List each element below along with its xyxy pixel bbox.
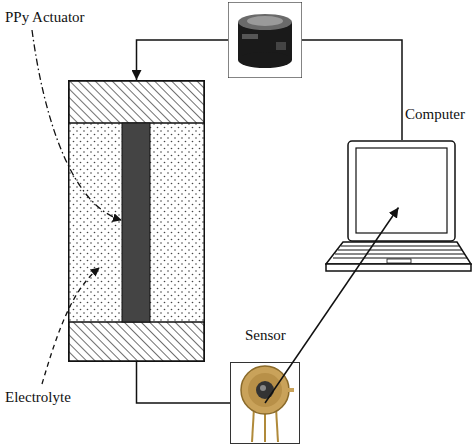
sensor-photo-outline <box>230 362 300 444</box>
actuator-driver-photo <box>228 2 302 78</box>
part-label: Electrolyte <box>5 388 71 406</box>
electrolyte-cell: PPy ActuatorElectrolyte <box>68 80 205 362</box>
part-label: PPy Actuator <box>5 8 85 26</box>
electrolyte-cell-outline <box>68 80 205 362</box>
signal-wire <box>137 362 231 403</box>
computer-laptop: Computer <box>325 140 472 275</box>
computer-laptop-outline <box>325 140 472 275</box>
device-label: Sensor <box>245 326 286 344</box>
device-label: Computer <box>405 105 465 123</box>
sensor-photo: Sensor <box>230 362 300 444</box>
